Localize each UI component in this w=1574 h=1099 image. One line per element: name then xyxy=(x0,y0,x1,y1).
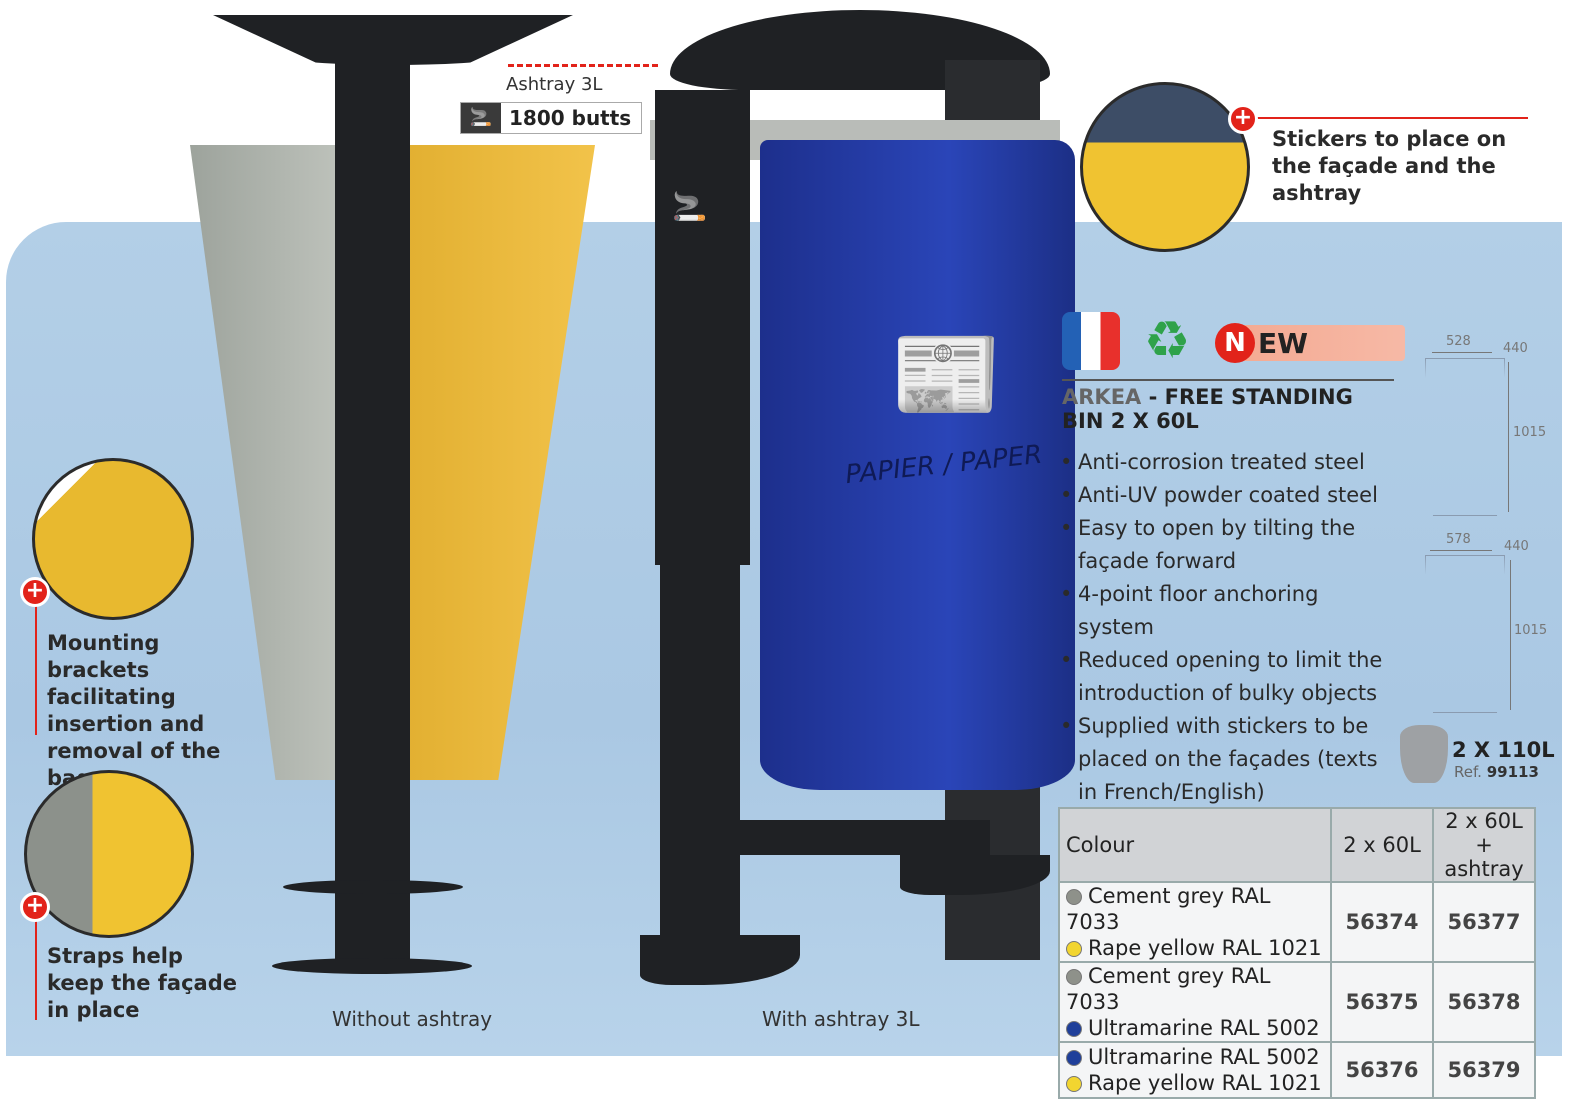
colour-swatch-grey xyxy=(1066,889,1082,905)
new-badge: N EW xyxy=(1215,323,1405,363)
bag-size: 2 X 110L xyxy=(1452,738,1555,762)
ashtray-capacity: 1800 butts xyxy=(509,106,632,130)
dim-depth: 440 xyxy=(1504,539,1529,554)
header-colour: Colour xyxy=(1058,807,1332,883)
product-reference-table: Colour 2 x 60L 2 x 60L + ashtray Cement … xyxy=(1058,807,1536,1099)
brackets-detail-image xyxy=(32,458,194,620)
stickers-callout-line xyxy=(1250,117,1528,119)
france-flag-icon xyxy=(1062,312,1120,370)
colour-name: Cement grey RAL 7033 xyxy=(1066,964,1271,1014)
colour-name: Ultramarine RAL 5002 xyxy=(1088,1016,1320,1040)
ashtray-capacity-box: 🚬 1800 butts xyxy=(460,102,642,134)
new-badge-rest: EW xyxy=(1258,326,1309,360)
height-line xyxy=(1508,362,1509,512)
recycling-icon: ♻ xyxy=(1143,311,1191,371)
stickers-callout: Stickers to place on the façade and the … xyxy=(1272,127,1507,205)
bin-bag-icon xyxy=(1400,725,1448,783)
colour-name: Ultramarine RAL 5002 xyxy=(1088,1045,1320,1069)
ashtray-label: Ashtray 3L xyxy=(506,74,603,95)
feature-item: Reduced opening to limit the introductio… xyxy=(1060,644,1390,710)
dim-height: 1015 xyxy=(1513,425,1547,440)
ashtray-dashed-arrow xyxy=(508,64,658,67)
ashtray-box xyxy=(655,90,750,565)
header-2x60: 2 x 60L xyxy=(1330,807,1434,883)
foot-lower xyxy=(272,958,472,974)
new-badge-n: N xyxy=(1215,323,1255,363)
plus-icon: + xyxy=(20,577,50,607)
ref-2x60-ashtray: 56377 xyxy=(1432,881,1536,963)
straps-detail-image xyxy=(24,770,194,938)
foot-upper xyxy=(283,880,463,894)
ref-2x60-ashtray: 56379 xyxy=(1432,1041,1536,1099)
colour-swatch-grey xyxy=(1066,969,1082,985)
bag-ref-number: 99113 xyxy=(1486,763,1539,781)
front-post xyxy=(660,560,740,950)
product-brand: ARKEA xyxy=(1062,385,1142,409)
table-header: Colour 2 x 60L 2 x 60L + ashtray xyxy=(1058,807,1536,883)
caption-without-ashtray: Without ashtray xyxy=(332,1007,493,1031)
colour-swatch-yellow xyxy=(1066,941,1082,957)
ref-2x60: 56375 xyxy=(1330,961,1434,1043)
colour-swatch-blue xyxy=(1066,1050,1082,1066)
blue-facade xyxy=(760,140,1075,790)
colour-swatch-yellow xyxy=(1066,1076,1082,1092)
straps-callout-line xyxy=(35,920,37,1020)
central-post xyxy=(335,60,410,965)
ref-2x60: 56374 xyxy=(1330,881,1434,963)
product-title: ARKEA - FREE STANDING BIN 2 X 60L xyxy=(1062,385,1362,433)
brackets-callout: Mounting brackets facilitating insertion… xyxy=(47,631,221,790)
crossbar xyxy=(700,820,990,855)
paper-icon: 📰 xyxy=(890,322,1003,427)
dim-width: 528 xyxy=(1446,334,1471,349)
features-list: Anti-corrosion treated steel Anti-UV pow… xyxy=(1060,446,1390,809)
width-line xyxy=(1430,550,1492,551)
top-dish xyxy=(213,15,573,65)
straps-callout: Straps help keep the façade in place xyxy=(47,944,237,1022)
header-2x60-ashtray: 2 x 60L + ashtray xyxy=(1432,807,1536,883)
colour-swatch-blue xyxy=(1066,1021,1082,1037)
plus-icon: + xyxy=(1228,104,1258,134)
caption-with-ashtray: With ashtray 3L xyxy=(762,1007,920,1031)
outline-drawing xyxy=(1425,358,1505,516)
ashtray-cigarette-icon: 🚬 xyxy=(672,190,707,223)
plus-icon: + xyxy=(20,892,50,922)
colour-name: Cement grey RAL 7033 xyxy=(1066,884,1271,934)
title-divider xyxy=(1062,379,1394,381)
feature-item: 4-point floor anchoring system xyxy=(1060,578,1390,644)
product-name: - FREE STANDING BIN 2 X 60L xyxy=(1062,385,1353,433)
height-line xyxy=(1510,560,1511,710)
width-line xyxy=(1432,352,1492,353)
feature-item: Anti-UV powder coated steel xyxy=(1060,479,1390,512)
feature-item: Anti-corrosion treated steel xyxy=(1060,446,1390,479)
ref-2x60-ashtray: 56378 xyxy=(1432,961,1536,1043)
bag-ref-label: Ref. xyxy=(1454,763,1482,781)
feature-item: Supplied with stickers to be placed on t… xyxy=(1060,710,1390,809)
stickers-detail-image xyxy=(1080,82,1250,252)
colour-name: Rape yellow RAL 1021 xyxy=(1088,936,1322,960)
dim-height: 1015 xyxy=(1514,623,1548,638)
ref-2x60: 56376 xyxy=(1330,1041,1434,1099)
dim-depth: 440 xyxy=(1503,341,1528,356)
cigarette-icon: 🚬 xyxy=(461,103,501,133)
outline-drawing xyxy=(1425,555,1505,713)
colour-name: Rape yellow RAL 1021 xyxy=(1088,1071,1322,1095)
feature-item: Easy to open by tilting the façade forwa… xyxy=(1060,512,1390,578)
dim-width: 578 xyxy=(1446,532,1471,547)
brackets-callout-line xyxy=(35,605,37,735)
bag-ref: Ref. 99113 xyxy=(1454,763,1539,781)
